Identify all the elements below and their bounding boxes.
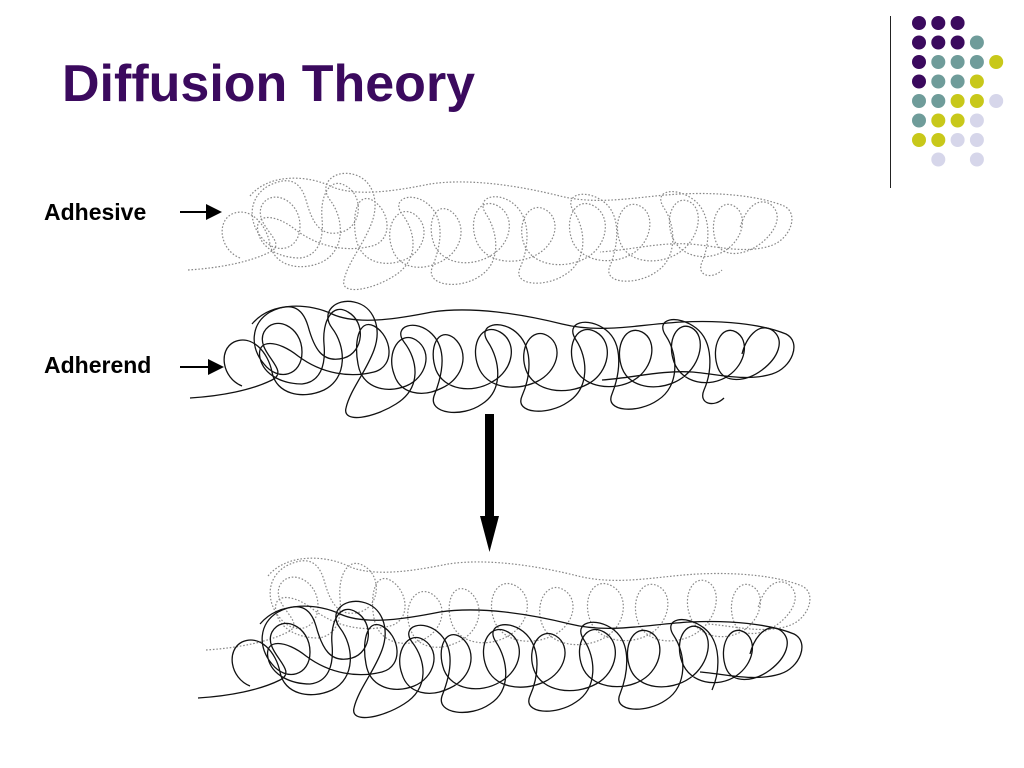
slide-title: Diffusion Theory bbox=[62, 55, 476, 113]
decorative-dot bbox=[912, 74, 926, 89]
decorative-dot bbox=[950, 35, 965, 50]
decorative-dot bbox=[969, 55, 984, 69]
decorative-dot bbox=[950, 55, 965, 69]
decorative-dot bbox=[969, 74, 984, 89]
decorative-dot bbox=[931, 94, 946, 108]
decorative-dot bbox=[950, 113, 965, 128]
interdiffused-adhesive-strand bbox=[205, 557, 811, 651]
decorative-dot bbox=[969, 35, 984, 50]
decorative-dot bbox=[912, 113, 926, 128]
decorative-dot bbox=[912, 94, 926, 108]
decorative-dot bbox=[989, 55, 1004, 69]
decorative-dot bbox=[969, 94, 984, 108]
decorative-dot bbox=[931, 55, 946, 69]
decorative-dot bbox=[950, 74, 965, 89]
decorative-dot bbox=[969, 133, 984, 147]
adherend-label: Adherend bbox=[44, 352, 152, 378]
decorative-dot bbox=[912, 35, 926, 50]
decorative-dot bbox=[931, 16, 946, 30]
adhesive-label: Adhesive bbox=[44, 199, 147, 225]
decorative-dot bbox=[950, 94, 965, 108]
adherend-polymer-strand bbox=[189, 300, 795, 419]
decorative-dot bbox=[912, 16, 926, 30]
decorative-dot bbox=[989, 94, 1004, 108]
decorative-dot bbox=[931, 113, 946, 128]
decorative-dot bbox=[931, 74, 946, 89]
decorative-dot bbox=[931, 133, 946, 147]
interdiffused-adherend-strand bbox=[197, 600, 803, 719]
decorative-dot bbox=[969, 113, 984, 128]
decorative-dot-grid bbox=[912, 16, 1004, 167]
decorative-dot bbox=[931, 152, 946, 167]
decorative-divider bbox=[890, 16, 891, 188]
decorative-dot bbox=[969, 152, 984, 167]
decorative-dot bbox=[912, 55, 926, 69]
decorative-dot bbox=[931, 35, 946, 50]
adhesive-polymer-strand bbox=[187, 172, 793, 291]
decorative-dot bbox=[950, 133, 965, 147]
decorative-dot bbox=[912, 133, 926, 147]
transition-arrow bbox=[480, 414, 499, 552]
decorative-dot bbox=[950, 16, 965, 30]
